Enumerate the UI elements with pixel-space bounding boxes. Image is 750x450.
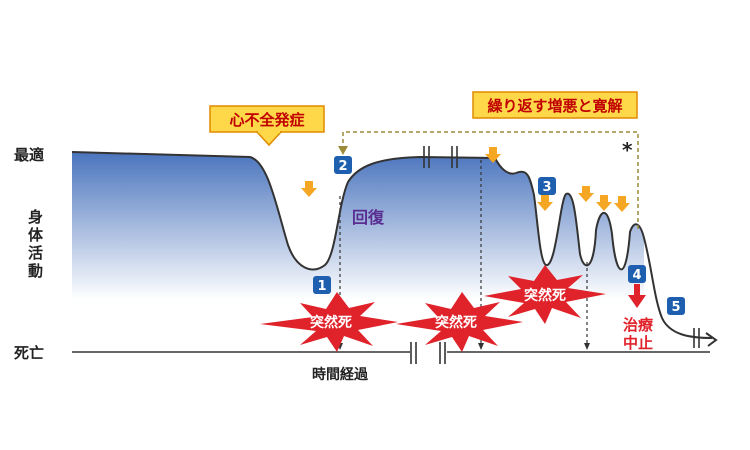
break-mark-curve-1: [423, 146, 430, 168]
activity-label: 身 体 活 動: [28, 208, 44, 280]
cycle-callout-box: [472, 91, 638, 119]
onset-callout: 心不全発症: [209, 105, 325, 147]
marker-4-text: 4: [632, 268, 641, 283]
activity-label-char-3: 活: [28, 244, 43, 262]
optimal-label: 最適: [14, 146, 44, 164]
marker-1-text: 1: [317, 279, 326, 294]
activity-label-char-1: 身: [28, 208, 43, 226]
break-mark-axis-2: [439, 342, 446, 364]
activity-label-char-2: 体: [28, 226, 44, 244]
activity-label-char-4: 動: [28, 262, 43, 280]
cycle-arrow-icon: [338, 146, 348, 155]
end-arrow-icon: [705, 332, 718, 347]
sudden-death-label-3: 突然死: [524, 287, 566, 304]
marker-5-text: 5: [671, 300, 680, 315]
marker-2: 2: [334, 156, 352, 174]
break-mark-curve-2: [451, 146, 458, 168]
onset-callout-text: 心不全発症: [229, 111, 304, 129]
activity-curve: [71, 151, 713, 339]
marker-2-text: 2: [338, 159, 347, 174]
orange-down-arrow-icons: [301, 147, 630, 212]
stop-treatment-label-line-2: 中止: [623, 334, 653, 352]
cycle-callout-text: 繰り返す増悪と寛解: [487, 97, 622, 115]
asterisk-note: *: [622, 138, 633, 162]
marker-4: 4: [628, 265, 646, 283]
death-label: 死亡: [14, 344, 44, 362]
sudden-death-label-2: 突然死: [435, 314, 477, 331]
sudden-death-label-1: 突然死: [310, 314, 352, 331]
time-elapsed-label: 時間経過: [312, 366, 369, 383]
dashed-drop-lines: [339, 160, 588, 346]
stop-treatment-arrow-icon: [628, 284, 646, 308]
recovery-label: 回復: [352, 208, 385, 227]
sudden-death-burst-2: 突然死: [396, 292, 523, 352]
sudden-death-burst-3: 突然死: [484, 265, 606, 324]
cycle-dashed-loop: [342, 131, 639, 232]
marker-5: 5: [667, 297, 685, 315]
sudden-death-burst-1: 突然死: [260, 292, 398, 352]
stop-treatment-label-line-1: 治療: [623, 316, 654, 334]
break-mark-axis-1: [410, 342, 417, 364]
marker-3-text: 3: [542, 180, 551, 195]
break-mark-curve-3: [693, 328, 700, 348]
activity-area: [72, 152, 644, 300]
marker-3: 3: [538, 177, 556, 195]
marker-1: 1: [313, 276, 331, 294]
